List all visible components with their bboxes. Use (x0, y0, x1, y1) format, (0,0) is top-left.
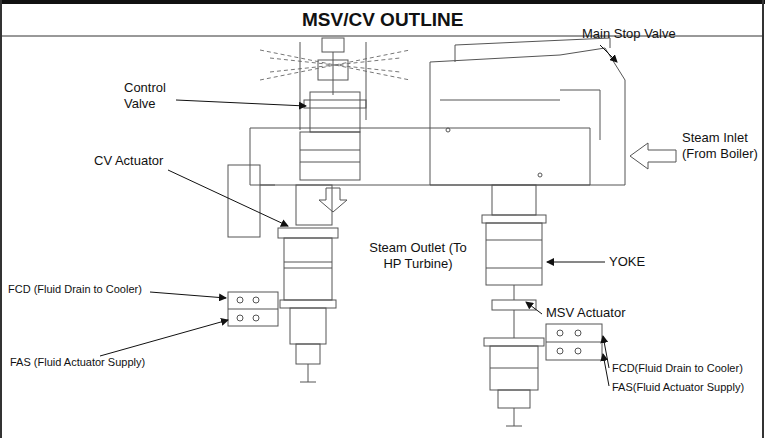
port-label: FCD (Fluid Drain to Cooler) (8, 283, 142, 297)
port-label: FAS(Fluid Actuator Supply) (612, 381, 744, 395)
flow-label: Steam Inlet (From Boiler) (682, 130, 760, 163)
part-label: YOKE (609, 254, 645, 270)
flow-label: Steam Outlet (To HP Turbine) (368, 240, 468, 273)
part-label: CV Actuator (94, 153, 163, 169)
port-label: FCD(Fluid Drain to Cooler) (612, 362, 743, 376)
part-label: Main Stop Valve (582, 26, 676, 42)
diagram-title: MSV/CV OUTLINE (302, 8, 464, 32)
port-label: FAS (Fluid Actuator Supply) (10, 356, 145, 370)
part-label: Control Valve (124, 80, 176, 113)
part-label: MSV Actuator (546, 305, 625, 321)
